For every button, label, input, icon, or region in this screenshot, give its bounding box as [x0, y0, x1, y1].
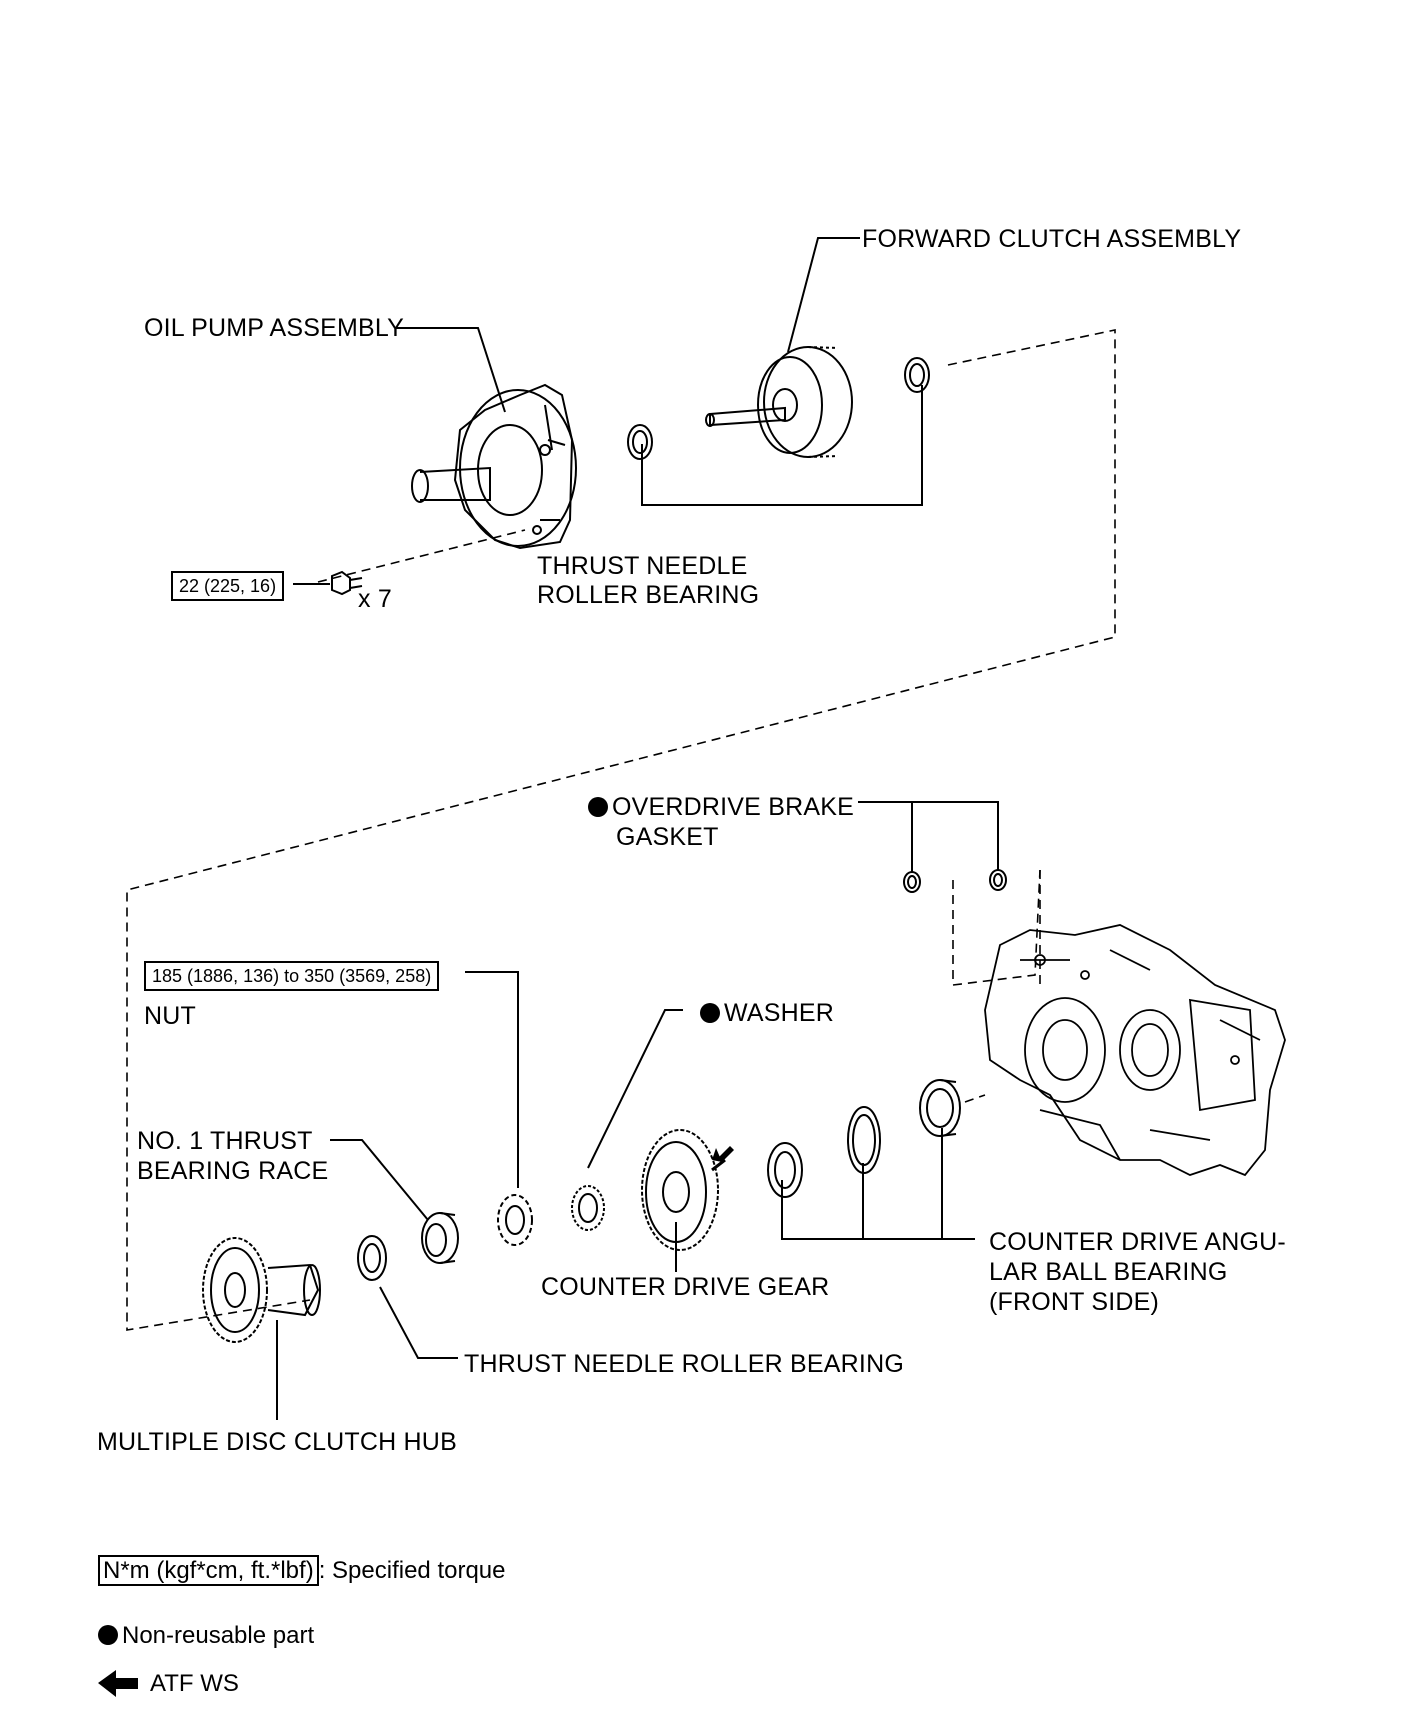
label-counter-drive-gear: COUNTER DRIVE GEAR	[541, 1273, 830, 1301]
counter-drive-bearing-parts-drawing	[767, 1079, 961, 1198]
leader-lines	[276, 237, 999, 1420]
label-thrust-needle-lower: THRUST NEEDLE ROLLER BEARING	[464, 1350, 904, 1378]
no1-thrust-bearing-race-drawing	[421, 1212, 459, 1264]
overdrive-gasket-text: OVERDRIVE BRAKE	[612, 793, 854, 821]
label-overdrive-brake-gasket-line1: OVERDRIVE BRAKE	[588, 792, 854, 822]
torque-box-nut: 185 (1886, 136) to 350 (3569, 258)	[144, 961, 440, 991]
forward-clutch-assembly-drawing	[705, 346, 853, 458]
label-oil-pump-assembly: OIL PUMP ASSEMBLY	[144, 314, 404, 342]
legend-atf-arrow	[98, 1670, 138, 1697]
label-counter-bearing-line2: LAR BALL BEARING	[989, 1258, 1228, 1286]
label-nut: NUT	[144, 1002, 196, 1030]
non-reusable-dot-icon	[98, 1625, 118, 1645]
label-counter-bearing-line3: (FRONT SIDE)	[989, 1288, 1159, 1316]
label-no1-thrust-race-line1: NO. 1 THRUST	[137, 1127, 313, 1155]
label-multiple-disc-clutch-hub: MULTIPLE DISC CLUTCH HUB	[97, 1428, 457, 1456]
label-thrust-needle-upper-line1: THRUST NEEDLE	[537, 552, 748, 580]
oil-pump-assembly-drawing	[411, 383, 577, 550]
legend-torque: N*m (kgf*cm, ft.*lbf): Specified torque	[98, 1555, 506, 1587]
washer-drawing	[571, 1185, 605, 1231]
label-washer: WASHER	[700, 998, 834, 1028]
non-reusable-dot-icon	[700, 1003, 720, 1023]
legend-non-reusable-text: Non-reusable part	[122, 1622, 315, 1649]
label-forward-clutch-assembly: FORWARD CLUTCH ASSEMBLY	[862, 225, 1242, 253]
label-thrust-needle-upper-line2: ROLLER BEARING	[537, 581, 760, 609]
atf-arrow-marker	[712, 1146, 734, 1162]
overdrive-brake-gaskets-drawing	[903, 869, 1007, 893]
lower-thrust-bearing-drawing	[357, 1235, 387, 1281]
legend-non-reusable: Non-reusable part	[98, 1620, 314, 1652]
label-bolt-quantity: x 7	[358, 585, 392, 613]
legend-atf: ATF WS	[150, 1670, 239, 1697]
transaxle-case-drawing	[984, 924, 1286, 1177]
washer-text: WASHER	[724, 999, 835, 1027]
multiple-disc-clutch-hub-drawing	[202, 1237, 321, 1343]
nut-drawing	[497, 1194, 533, 1246]
label-overdrive-brake-gasket-line2: GASKET	[616, 823, 719, 851]
bolt-drawing	[331, 570, 363, 596]
counter-drive-gear-drawing	[641, 1129, 726, 1251]
legend-torque-unit: N*m (kgf*cm, ft.*lbf)	[98, 1555, 319, 1586]
non-reusable-dot-icon	[588, 797, 608, 817]
label-counter-bearing-line1: COUNTER DRIVE ANGU-	[989, 1228, 1286, 1256]
legend-torque-desc: : Specified torque	[318, 1557, 506, 1584]
upper-thrust-bearings-drawing	[627, 357, 930, 460]
label-no1-thrust-race-line2: BEARING RACE	[137, 1157, 329, 1185]
torque-box-bolt: 22 (225, 16)	[171, 571, 285, 601]
